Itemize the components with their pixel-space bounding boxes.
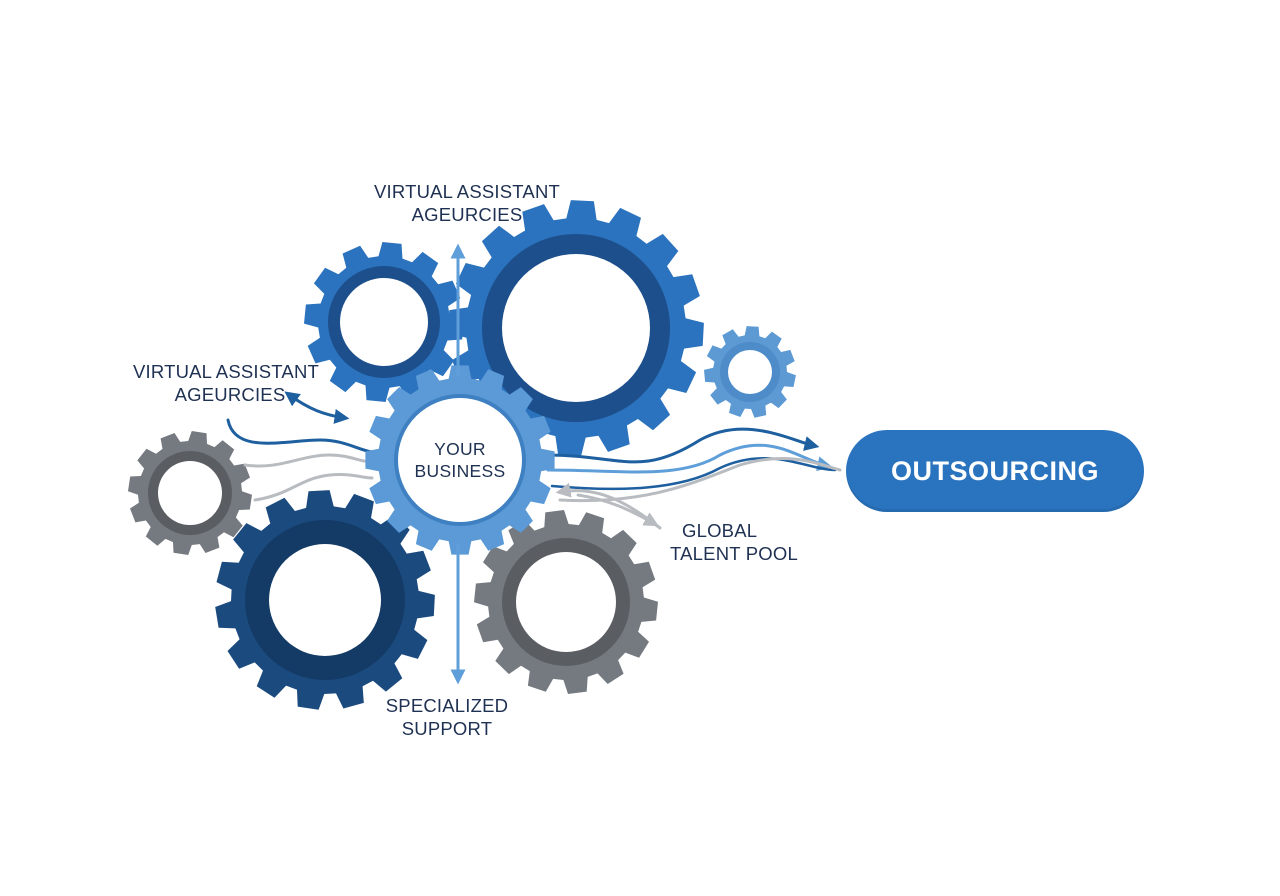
- gear-hole: [269, 544, 381, 656]
- gear-icon: [215, 490, 435, 710]
- flow-gray-left-2: [253, 473, 374, 502]
- label-line: SPECIALIZED: [385, 695, 509, 716]
- gear-hole: [502, 254, 650, 402]
- gear-icon: [448, 200, 704, 456]
- gear-icon: [474, 510, 658, 694]
- label-line: AGEURCIES: [411, 204, 523, 225]
- flow-out-3: [550, 457, 837, 491]
- arrow-icon: [284, 391, 350, 424]
- label-line: GLOBAL: [682, 520, 758, 541]
- label-global-talent-pool: GLOBAL TALENT POOL: [670, 519, 820, 565]
- label-line: TALENT POOL: [670, 543, 798, 564]
- label-your-business: YOUR BUSINESS: [395, 438, 525, 482]
- gear-hole: [340, 278, 428, 366]
- flow-to-gtp: [576, 493, 659, 527]
- label-line: VIRTUAL ASSISTANT: [373, 181, 561, 202]
- outsourcing-pill: OUTSOURCING: [846, 430, 1144, 512]
- label-line: SUPPORT: [401, 718, 493, 739]
- gear-icon: [704, 326, 796, 418]
- label-virtual-assistant-top: VIRTUAL ASSISTANT AGEURCIES: [360, 180, 574, 226]
- label-line: VIRTUAL ASSISTANT: [132, 361, 320, 382]
- gear-hole: [158, 461, 222, 525]
- gear-hole: [394, 394, 526, 526]
- flow-out-2: [546, 443, 833, 474]
- flow-out-1: [546, 427, 820, 464]
- arrows: [284, 243, 466, 685]
- gear-hole: [516, 552, 616, 652]
- gear-icon: [304, 242, 464, 402]
- gear-icon: [128, 431, 252, 555]
- flow-blue-left: [226, 418, 374, 454]
- flow-lines: [226, 418, 842, 530]
- flow-gray-left-1: [243, 453, 374, 468]
- flow-out-4: [558, 457, 842, 503]
- outsourcing-label: OUTSOURCING: [891, 455, 1099, 486]
- label-virtual-assistant-left: VIRTUAL ASSISTANT AGEURCIES: [120, 360, 332, 406]
- label-specialized-support: SPECIALIZED SUPPORT: [372, 694, 522, 740]
- gear-icon: [365, 365, 555, 555]
- label-line: AGEURCIES: [174, 384, 286, 405]
- label-line: BUSINESS: [414, 461, 506, 481]
- label-line: YOUR: [434, 439, 486, 459]
- gear-hole: [728, 350, 772, 394]
